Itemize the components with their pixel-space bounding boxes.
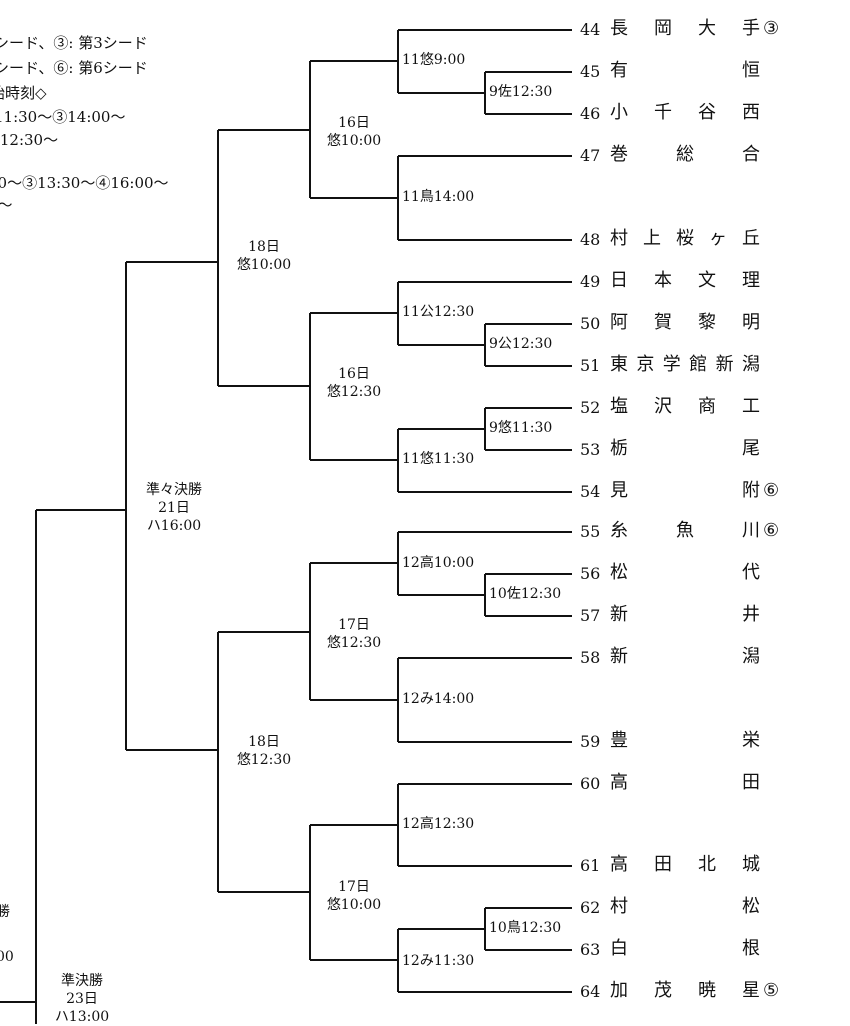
team-name: 長岡大手 (610, 18, 760, 39)
round-day: 18日 (248, 734, 280, 750)
round-time: 悠12:30 (236, 752, 292, 768)
round-day: 16日 (338, 115, 370, 131)
round-time: 悠12:30 (326, 635, 382, 651)
team-name: 白根 (610, 938, 760, 959)
round-day: 17日 (338, 617, 370, 633)
round-label-17a: 17日 悠12:30 (318, 616, 390, 652)
team-number: 47 (580, 146, 601, 165)
team-number: 50 (580, 314, 601, 333)
round-label-16b: 16日 悠12:30 (318, 365, 390, 401)
round-name: 準決勝 (61, 973, 103, 989)
match-label: 11悠9:00 (402, 52, 466, 68)
team-name: 見附 (610, 480, 760, 501)
team-number: 51 (580, 356, 601, 375)
team-name: 阿賀黎明 (610, 312, 760, 333)
team-name: 巻総合 (610, 144, 760, 165)
left-fragment-2: 00 (0, 949, 14, 965)
legend-line-5: )12:30～ (0, 131, 59, 149)
round-label-semifinal: 準決勝 23日 ハ13:00 (46, 972, 118, 1026)
match-label: 12み11:30 (402, 953, 475, 969)
match-label: 10鳥12:30 (489, 920, 562, 936)
team-number: 52 (580, 398, 601, 417)
round-day: 16日 (338, 366, 370, 382)
match-label: 11公12:30 (402, 304, 475, 320)
round-time: 悠10:00 (326, 133, 382, 149)
team-name: 村松 (610, 896, 760, 917)
team-name: 高田北城 (610, 854, 760, 875)
match-label: 11鳥14:00 (402, 189, 475, 205)
team-number: 54 (580, 482, 601, 501)
team-name: 小千谷西 (610, 102, 760, 123)
round-time: ハ13:00 (54, 1009, 110, 1025)
team-number: 64 (580, 982, 601, 1001)
match-label: 9公12:30 (489, 336, 553, 352)
round-label-quarterfinal: 準々決勝 21日 ハ16:00 (128, 481, 220, 535)
team-name: 高田 (610, 772, 760, 793)
round-time: 悠10:00 (326, 897, 382, 913)
team-number: 48 (580, 230, 601, 249)
legend-line-6: 00～③13:30～④16:00～ (0, 174, 169, 192)
team-number: 62 (580, 898, 601, 917)
match-label: 9佐12:30 (489, 84, 553, 100)
match-label: 10佐12:30 (489, 586, 562, 602)
round-label-18a: 18日 悠10:00 (228, 238, 300, 274)
team-number: 56 (580, 564, 601, 583)
round-day: 21日 (158, 500, 190, 516)
seed-badge: ⑤ (763, 980, 780, 1001)
team-number: 63 (580, 940, 601, 959)
seed-badge: ⑥ (763, 520, 780, 541)
team-name: 有恒 (610, 60, 760, 81)
team-number: 60 (580, 774, 601, 793)
team-number: 45 (580, 62, 601, 81)
team-number: 59 (580, 732, 601, 751)
round-name: 準々決勝 (146, 482, 202, 498)
legend-line-1: シード、③: 第3シード (0, 34, 148, 52)
round-day: 17日 (338, 879, 370, 895)
team-number: 44 (580, 20, 601, 39)
team-name: 加茂暁星 (610, 980, 760, 1001)
team-name: 新井 (610, 604, 760, 625)
seed-badge: ③ (763, 18, 780, 39)
team-name: 栃尾 (610, 438, 760, 459)
legend-line-7: 0～ (0, 196, 13, 214)
seed-badge: ⑥ (763, 480, 780, 501)
match-label: 12高12:30 (402, 816, 475, 832)
round-day: 23日 (66, 991, 98, 1007)
match-label: 9悠11:30 (489, 420, 553, 436)
round-time: 悠12:30 (326, 384, 382, 400)
team-number: 58 (580, 648, 601, 667)
team-number: 49 (580, 272, 601, 291)
match-label: 12み14:00 (402, 691, 475, 707)
team-number: 53 (580, 440, 601, 459)
match-label: 11悠11:30 (402, 451, 475, 467)
team-name: 塩沢商工 (610, 396, 760, 417)
round-label-17b: 17日 悠10:00 (318, 878, 390, 914)
round-day: 18日 (248, 239, 280, 255)
team-number: 55 (580, 522, 601, 541)
match-label: 12高10:00 (402, 555, 475, 571)
team-name: 松代 (610, 562, 760, 583)
team-number: 46 (580, 104, 601, 123)
team-name: 日本文理 (610, 270, 760, 291)
legend-line-2: シード、⑥: 第6シード (0, 59, 148, 77)
team-name: 豊栄 (610, 730, 760, 751)
left-fragment-1: 勝 (0, 904, 10, 920)
legend-line-4: 11:30～③14:00～ (0, 108, 126, 126)
legend-line-3: 始時刻◇ (0, 84, 47, 102)
team-name: 新潟 (610, 646, 760, 667)
team-name: 糸魚川 (610, 520, 760, 541)
round-label-16a: 16日 悠10:00 (318, 114, 390, 150)
team-number: 57 (580, 606, 601, 625)
team-name: 東京学館新潟 (610, 354, 760, 375)
team-name: 村上桜ヶ丘 (610, 228, 760, 249)
round-time: ハ16:00 (146, 518, 202, 534)
team-number: 61 (580, 856, 601, 875)
round-time: 悠10:00 (236, 257, 292, 273)
round-label-18b: 18日 悠12:30 (228, 733, 300, 769)
